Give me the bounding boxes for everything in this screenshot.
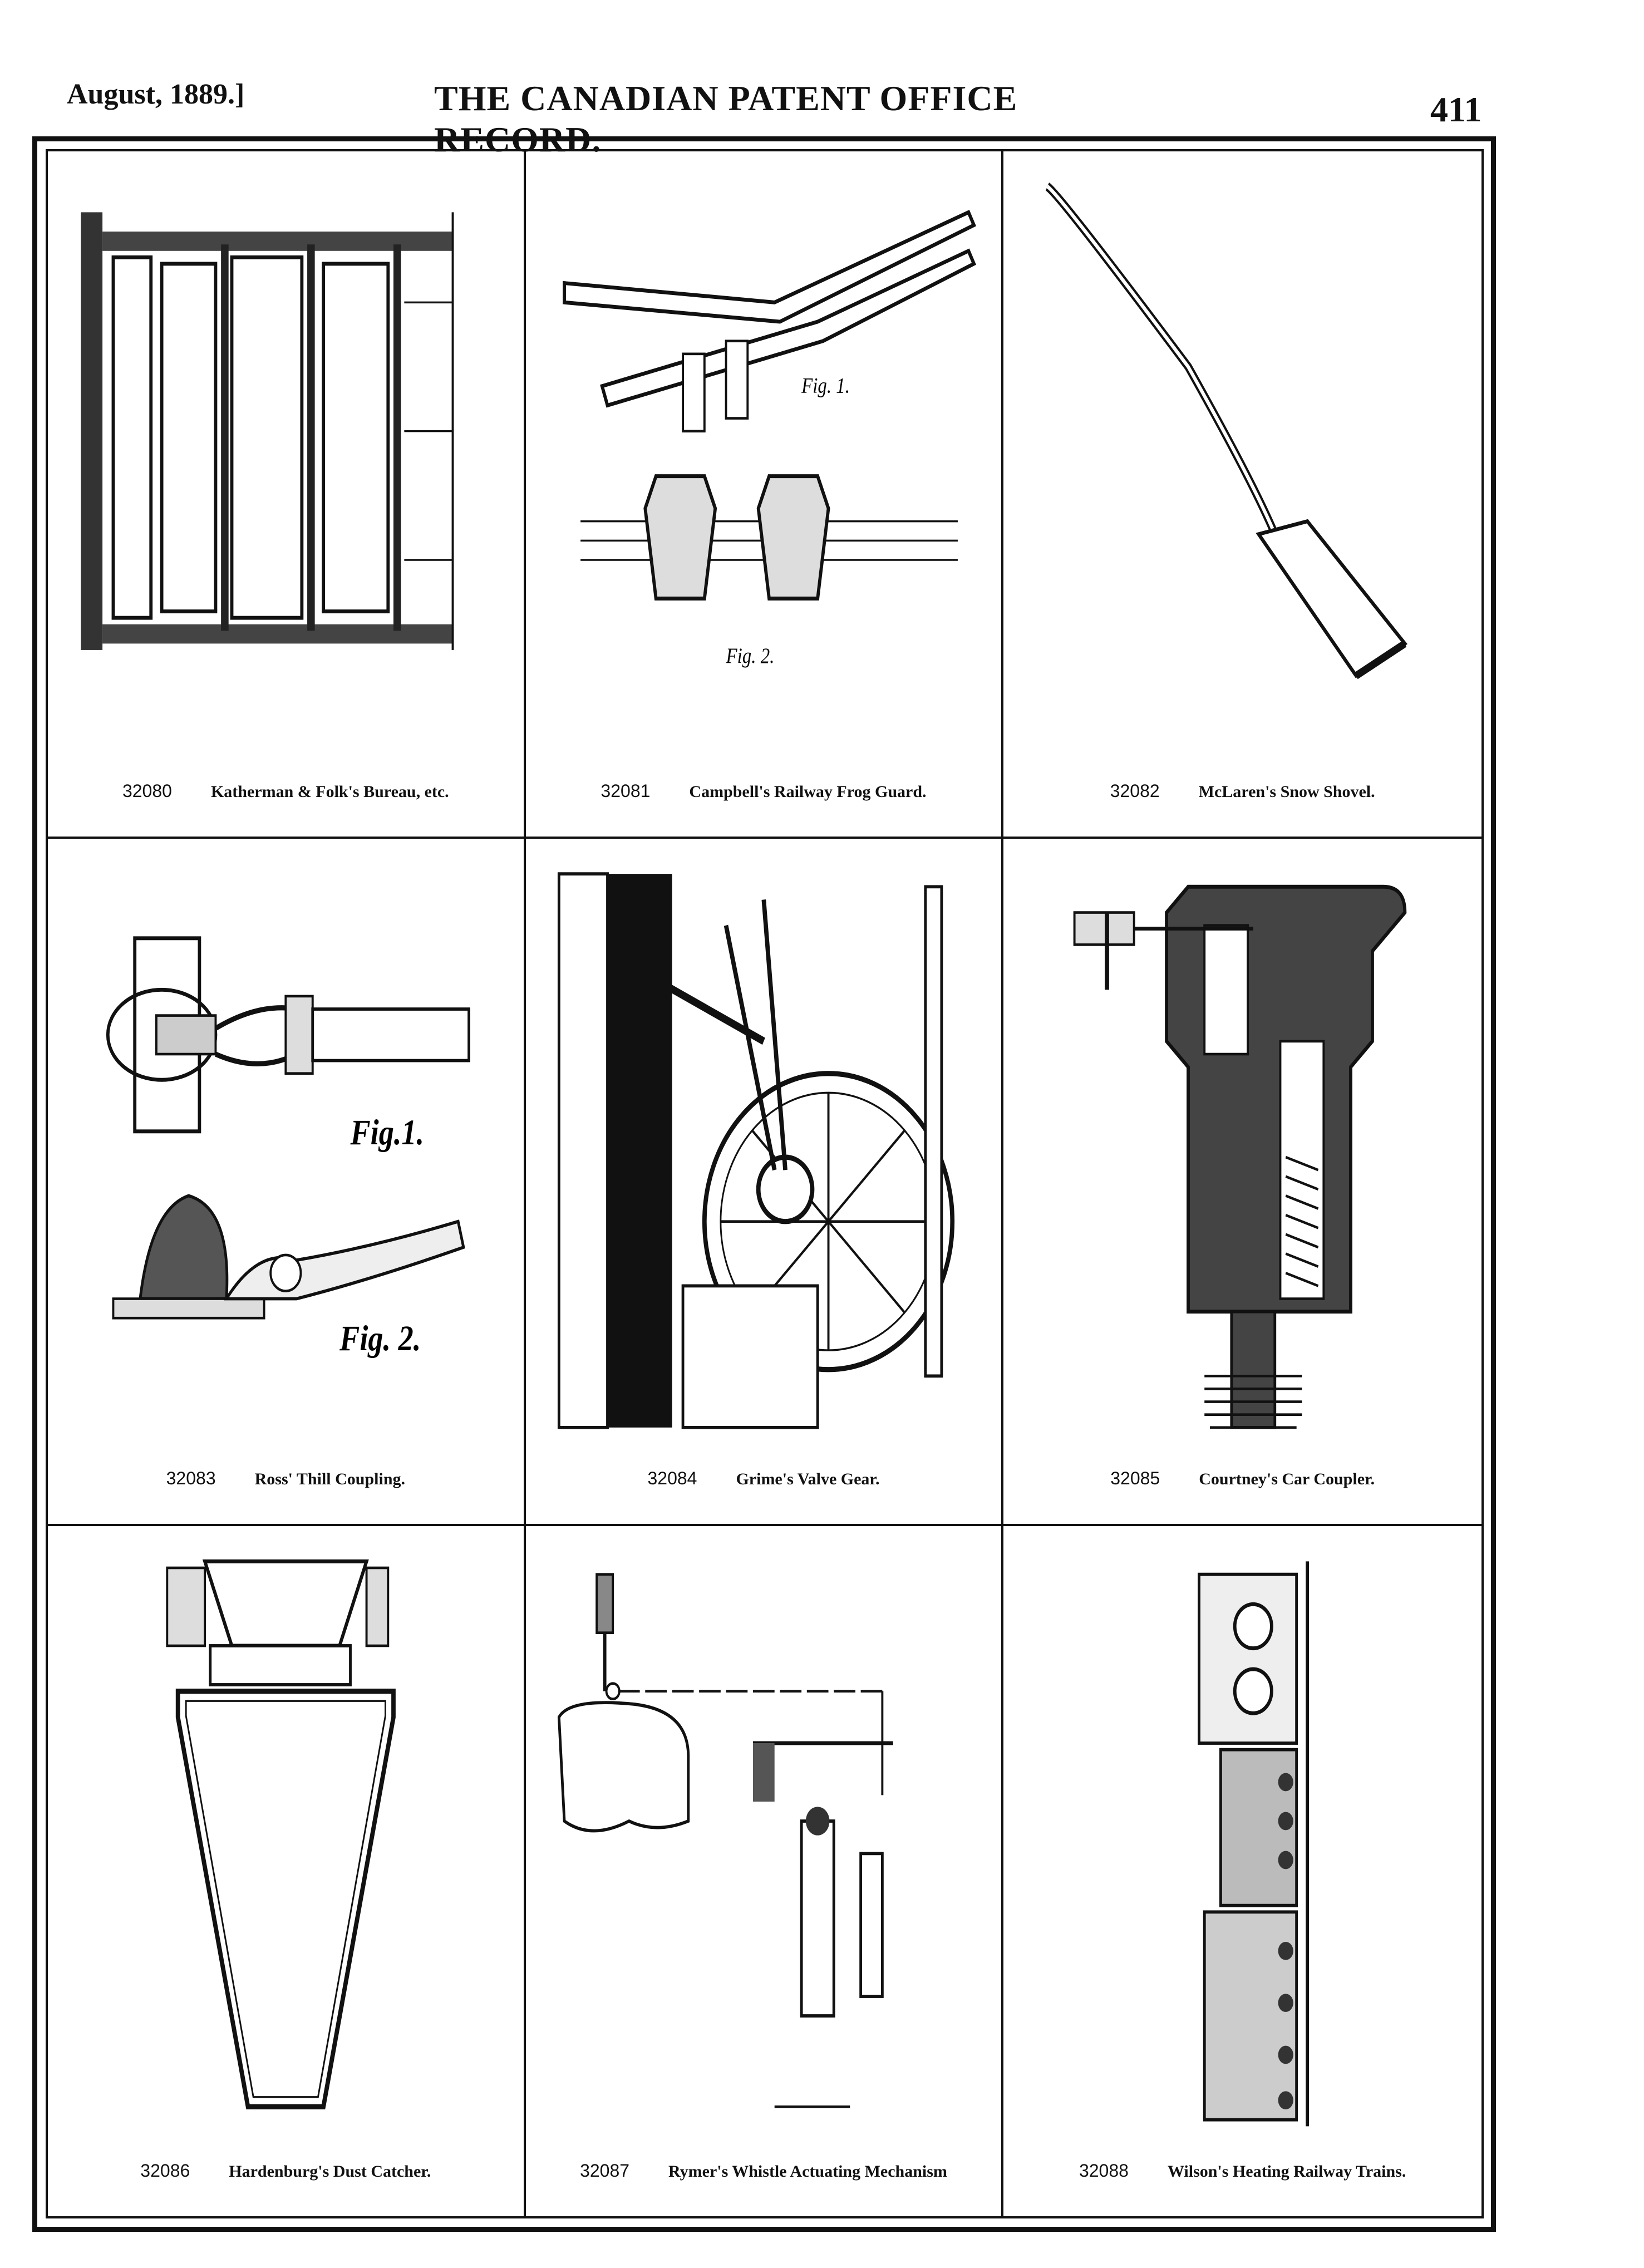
frog-fig1-label: Fig. 1. bbox=[801, 373, 850, 397]
patent-title: Hardenburg's Dust Catcher. bbox=[229, 2162, 431, 2181]
patent-caption: 32085 Courtney's Car Coupler. bbox=[1003, 1468, 1481, 1502]
car-coupler-drawing bbox=[1026, 861, 1459, 1440]
patent-title: Courtney's Car Coupler. bbox=[1199, 1470, 1375, 1488]
patent-title: Grime's Valve Gear. bbox=[736, 1470, 880, 1488]
patent-grid: 32080 Katherman & Folk's Bureau, etc. Fi… bbox=[48, 151, 1481, 2216]
thill-coupling-drawing: Fig.1. Fig. 2. bbox=[70, 861, 501, 1440]
frog-fig2-label: Fig. 2. bbox=[725, 643, 774, 667]
inner-border bbox=[46, 149, 1484, 2218]
patent-title: Katherman & Folk's Bureau, etc. bbox=[210, 783, 449, 801]
patent-caption: 32088 Wilson's Heating Railway Trains. bbox=[1003, 2161, 1481, 2194]
outer-border bbox=[32, 136, 1496, 2232]
patent-title: Rymer's Whistle Actuating Mechanism bbox=[668, 2162, 947, 2181]
patent-caption: 32087 Rymer's Whistle Actuating Mechanis… bbox=[526, 2161, 1002, 2194]
whistle-drawing bbox=[548, 1548, 979, 2133]
patent-cell-bureau: 32080 Katherman & Folk's Bureau, etc. bbox=[48, 151, 526, 839]
patent-caption: 32080 Katherman & Folk's Bureau, etc. bbox=[48, 781, 524, 814]
header-date: August, 1889.] bbox=[67, 78, 245, 110]
frog-guard-drawing: Fig. 1. Fig. 2. bbox=[548, 174, 979, 753]
patent-cell-dust-catcher: 32086 Hardenburg's Dust Catcher. bbox=[48, 1526, 526, 2216]
snow-shovel-drawing bbox=[1026, 174, 1459, 753]
patent-caption: 32086 Hardenburg's Dust Catcher. bbox=[48, 2161, 524, 2194]
patent-caption: 32081 Campbell's Railway Frog Guard. bbox=[526, 781, 1002, 814]
thill-fig1-label: Fig.1. bbox=[350, 1112, 424, 1152]
patent-cell-frog-guard: Fig. 1. Fig. 2. 32081 Campbell's Railway… bbox=[525, 151, 1004, 839]
patent-number: 32088 bbox=[1079, 2161, 1129, 2181]
patent-title: Wilson's Heating Railway Trains. bbox=[1167, 2162, 1406, 2181]
patent-cell-heating-trains: 32088 Wilson's Heating Railway Trains. bbox=[1003, 1526, 1481, 2216]
valve-gear-drawing bbox=[548, 861, 979, 1440]
patent-title: Ross' Thill Coupling. bbox=[254, 1470, 406, 1488]
patent-cell-snow-shovel: 32082 McLaren's Snow Shovel. bbox=[1003, 151, 1481, 839]
patent-number: 32084 bbox=[647, 1468, 697, 1488]
patent-title: Campbell's Railway Frog Guard. bbox=[689, 783, 927, 801]
patent-cell-valve-gear: 32084 Grime's Valve Gear. bbox=[525, 839, 1004, 1526]
bureau-drawing bbox=[70, 174, 501, 753]
patent-number: 32086 bbox=[140, 2161, 190, 2181]
thill-fig2-label: Fig. 2. bbox=[339, 1319, 421, 1359]
patent-cell-car-coupler: 32085 Courtney's Car Coupler. bbox=[1003, 839, 1481, 1526]
patent-caption: 32083 Ross' Thill Coupling. bbox=[48, 1468, 524, 1502]
patent-caption: 32082 McLaren's Snow Shovel. bbox=[1003, 781, 1481, 814]
patent-number: 32087 bbox=[580, 2161, 630, 2181]
patent-cell-thill-coupling: Fig.1. Fig. 2. 32083 Ross' Thill Couplin… bbox=[48, 839, 526, 1526]
heating-trains-drawing bbox=[1026, 1548, 1459, 2133]
patent-number: 32080 bbox=[122, 781, 172, 801]
page-number: 411 bbox=[1430, 90, 1482, 129]
patent-number: 32083 bbox=[166, 1468, 216, 1488]
patent-cell-whistle: 32087 Rymer's Whistle Actuating Mechanis… bbox=[526, 1526, 1004, 2216]
patent-number: 32085 bbox=[1110, 1468, 1160, 1488]
patent-caption: 32084 Grime's Valve Gear. bbox=[526, 1468, 1002, 1502]
patent-number: 32081 bbox=[600, 781, 651, 801]
patent-title: McLaren's Snow Shovel. bbox=[1198, 783, 1375, 801]
dust-catcher-drawing bbox=[70, 1548, 501, 2133]
patent-number: 32082 bbox=[1110, 781, 1160, 801]
